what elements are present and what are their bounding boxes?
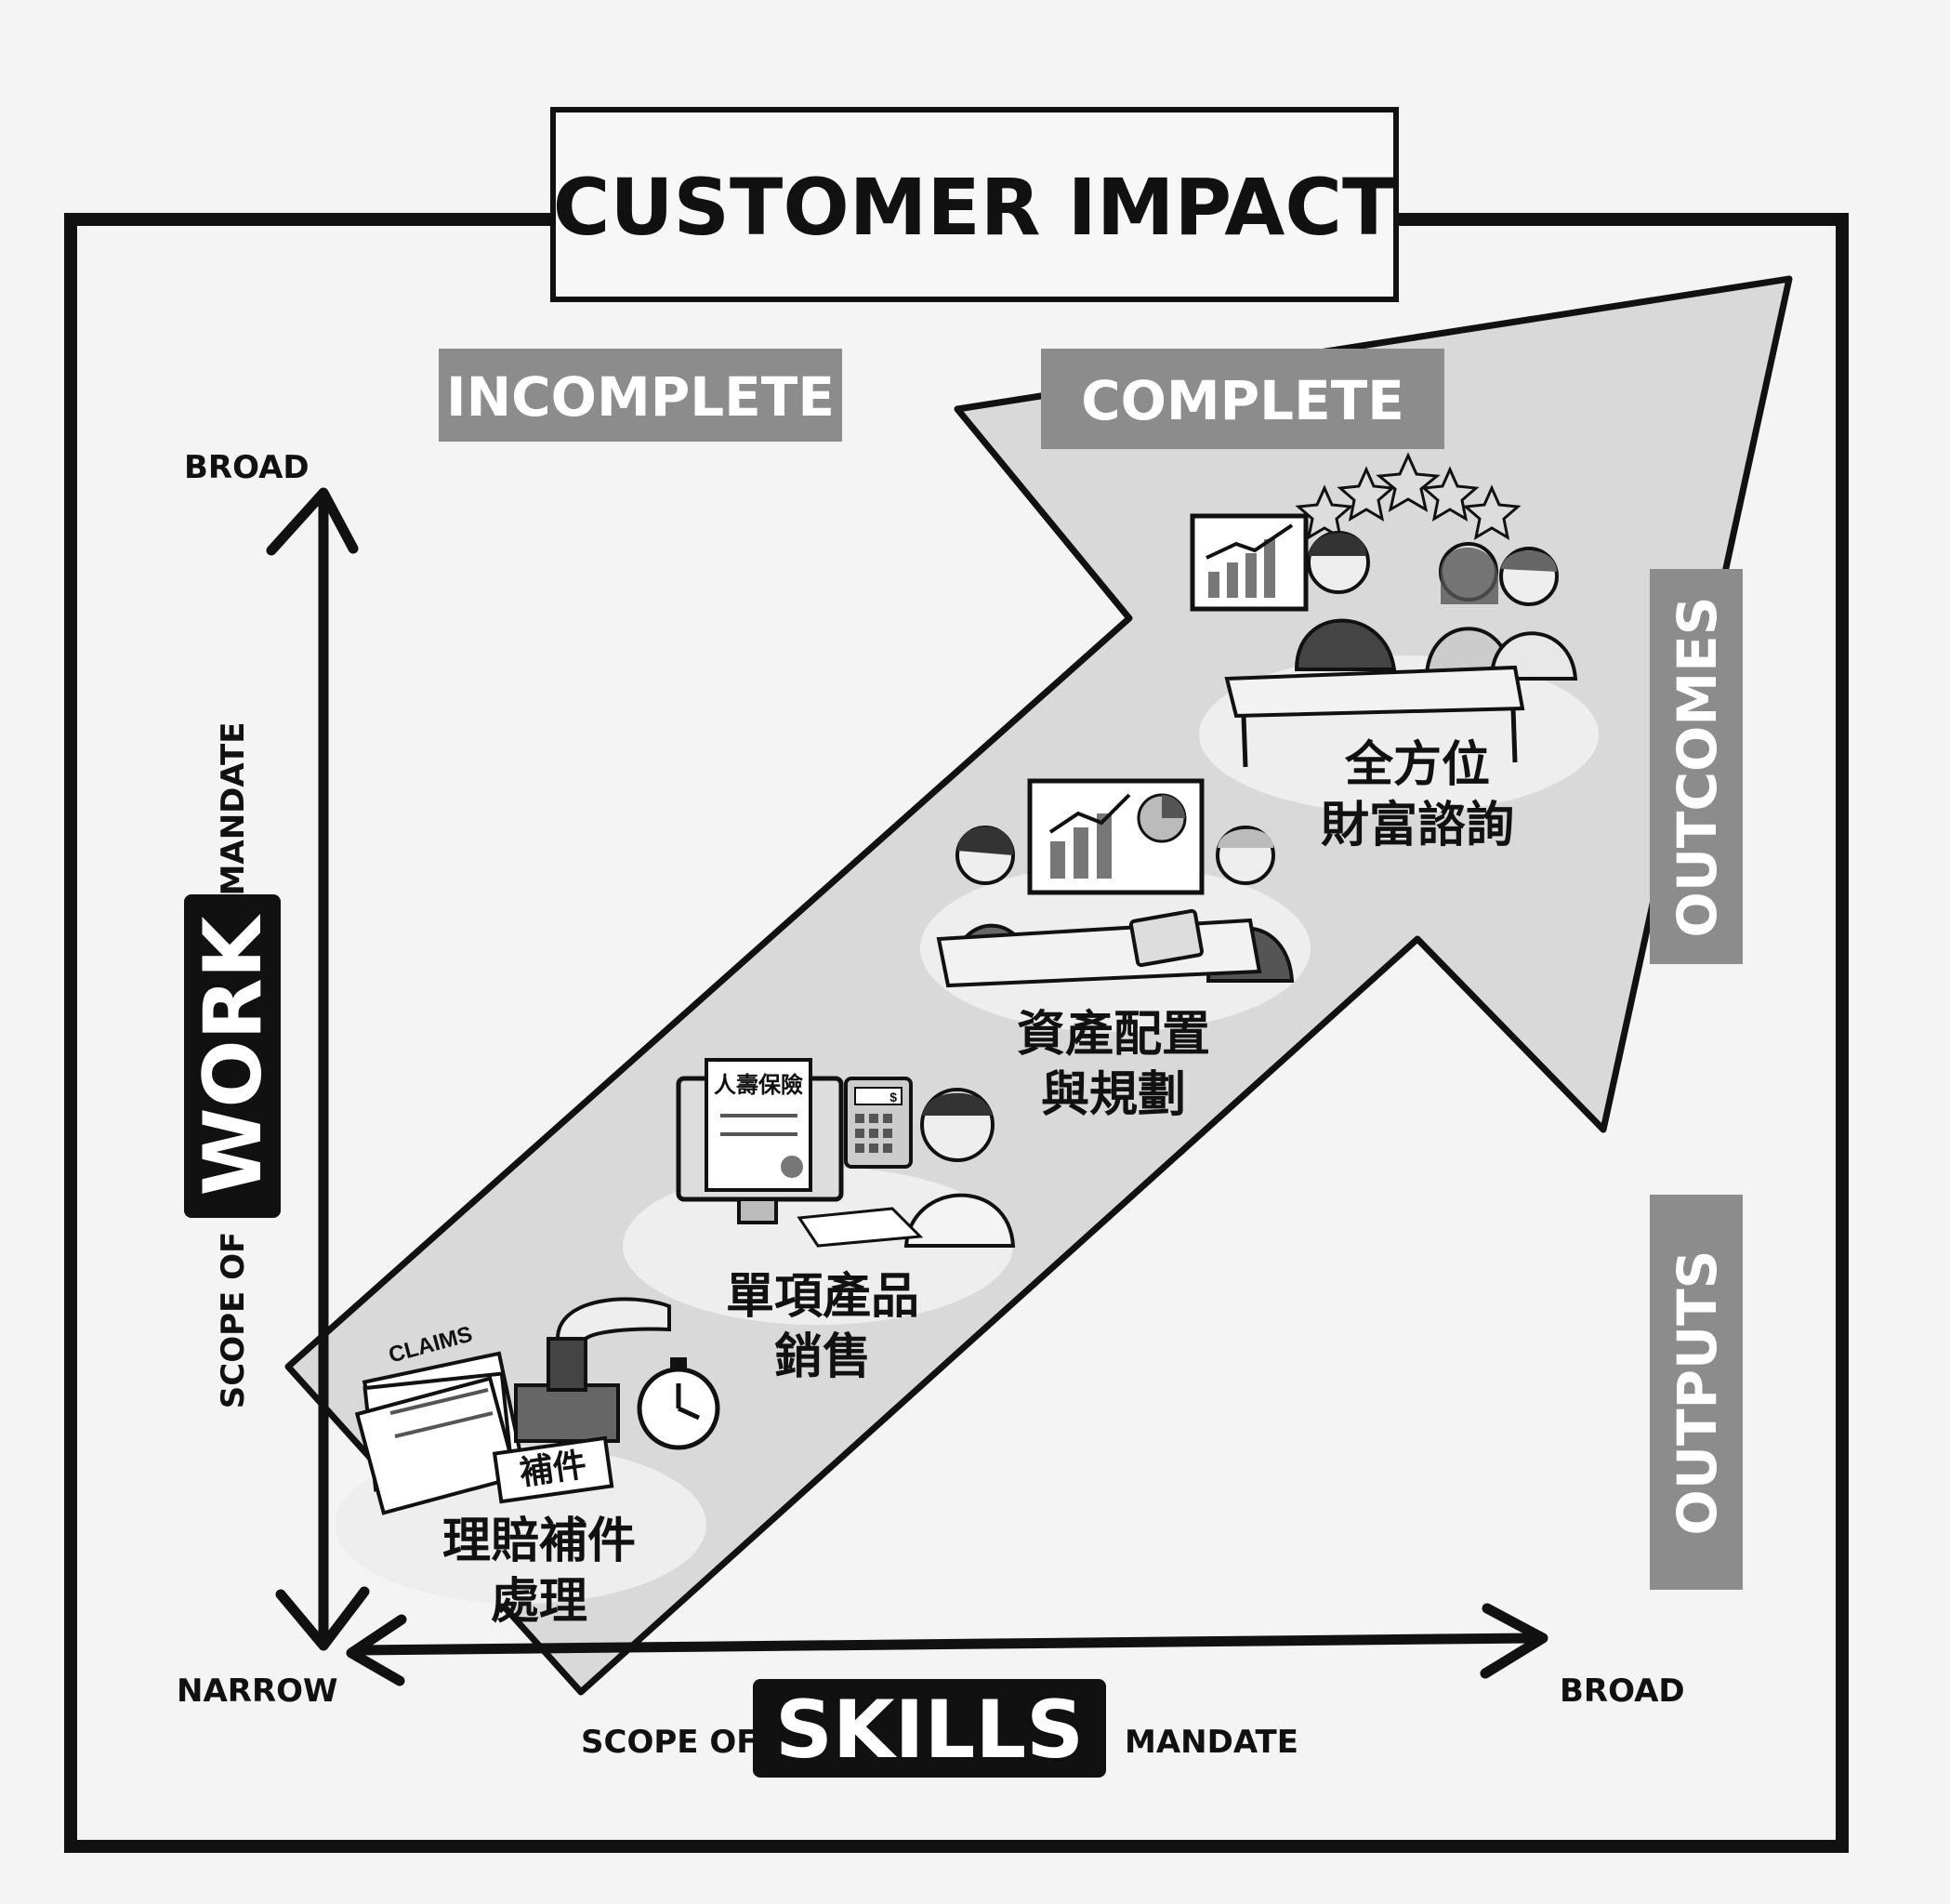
presentation-board-icon [1027, 778, 1205, 895]
incomplete-chip [439, 349, 842, 442]
x-axis-right-label: BROAD [1560, 1673, 1685, 1710]
outputs-chip [1650, 1195, 1743, 1590]
advisor-meeting-icon [936, 826, 1295, 988]
calculator-icon: $ [844, 1077, 913, 1169]
work-chip [184, 894, 281, 1218]
x-axis [346, 1603, 1548, 1686]
stage-4-line-1: 全方位 [1344, 737, 1490, 792]
computer-icon: 人壽保險 [676, 1058, 844, 1224]
claims-paper-icon: CLAIMS [354, 1322, 523, 1515]
stage-3-line-1: 資產配置 [1017, 1008, 1210, 1062]
incomplete-label: INCOMPLETE [446, 365, 835, 429]
y-axis-prefix: SCOPE OF [215, 1232, 252, 1408]
stage-2-line-1: 單項產品 [726, 1270, 919, 1324]
page-title: CUSTOMER IMPACT [553, 162, 1396, 253]
complete-chip [1041, 349, 1444, 449]
title-box [550, 107, 1399, 302]
growth-chart-icon [1190, 513, 1309, 612]
stage-3-line-2: 與規劃 [1041, 1068, 1186, 1122]
outputs-label: OUTPUTS [1666, 1250, 1729, 1536]
y-axis [266, 487, 370, 1651]
outcomes-label: OUTCOMES [1666, 597, 1729, 938]
salesperson-icon [797, 1088, 1016, 1248]
x-axis-left-label: NARROW [177, 1673, 338, 1710]
x-axis-prefix: SCOPE OF [581, 1724, 758, 1761]
x-axis-emphasis: SKILLS [775, 1684, 1084, 1777]
y-axis-top-label: BROAD [184, 449, 310, 486]
policy-icon-text: 人壽保險 [714, 1072, 803, 1098]
handshake-meeting-icon [1224, 531, 1578, 768]
outcomes-chip [1650, 569, 1743, 964]
stopwatch-icon [637, 1357, 720, 1450]
stage-1-line-2: 處理 [491, 1575, 587, 1629]
skills-chip [753, 1679, 1106, 1778]
y-axis-emphasis: WORK [187, 913, 280, 1196]
stamp-icon: 補件 [492, 1297, 671, 1504]
supplement-stamp-text: 補件 [517, 1445, 588, 1492]
x-axis-suffix: MANDATE [1125, 1724, 1298, 1761]
y-axis-suffix: MANDATE [215, 722, 252, 896]
rating-stars-icon [1295, 452, 1522, 540]
stage-2-line-2: 銷售 [774, 1330, 871, 1384]
stage-1-line-1: 理賠補件 [442, 1514, 636, 1568]
calculator-icon-text: $ [889, 1090, 897, 1104]
complete-label: COMPLETE [1081, 369, 1404, 432]
stage-4-line-2: 財富諮詢 [1321, 799, 1514, 853]
